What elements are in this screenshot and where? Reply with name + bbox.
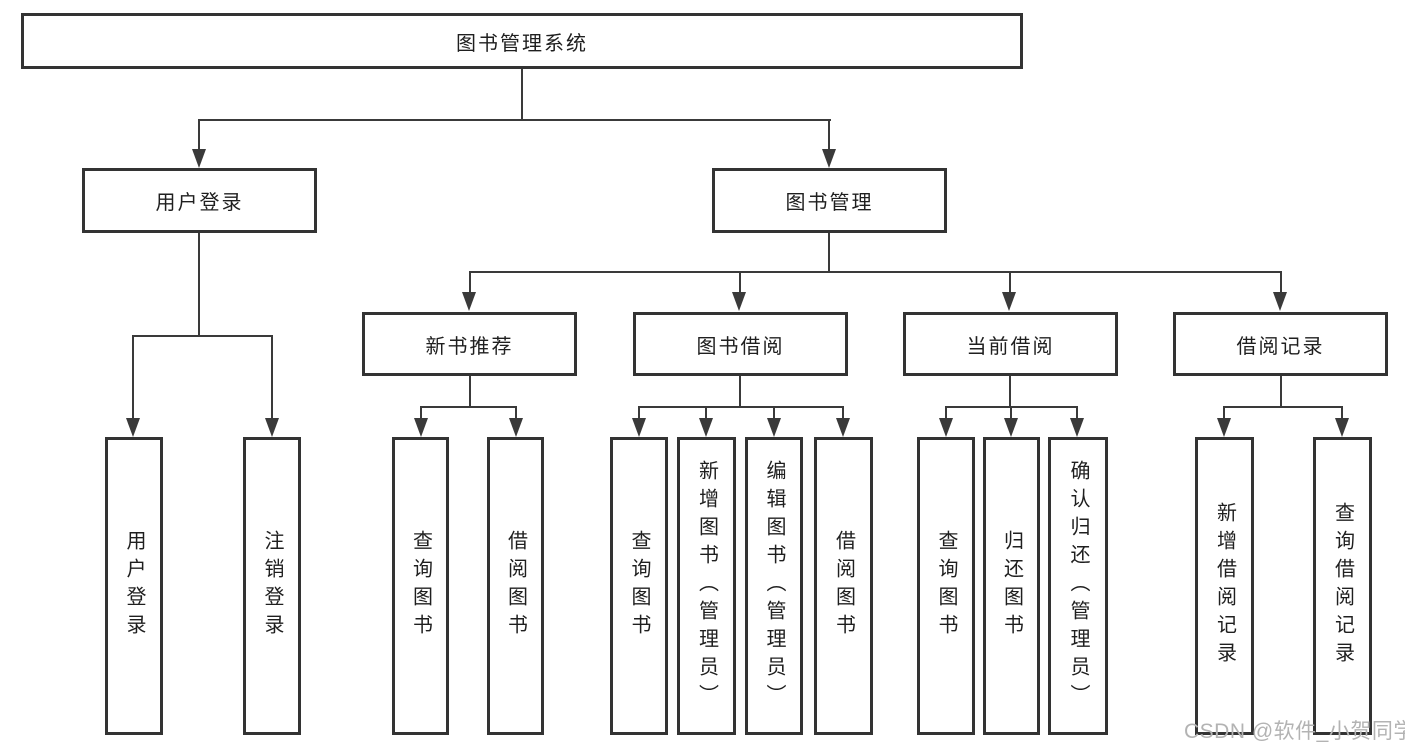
csdn-watermark: CSDN @软件_小贺同学: [1184, 720, 1405, 743]
connector-line: [271, 337, 273, 419]
connector-line: [420, 408, 422, 419]
node-label: 图书借阅: [696, 335, 785, 358]
arrowhead-down: [192, 149, 206, 168]
arrowhead-down: [822, 149, 836, 168]
node-borrow-records: 借阅记录: [1173, 312, 1388, 376]
leaf-label: 归还图书: [1000, 530, 1023, 642]
node-library-management-system: 图书管理系统: [21, 13, 1023, 69]
arrowhead-down: [462, 292, 476, 311]
arrowhead-down: [126, 418, 140, 437]
arrowhead-down: [767, 418, 781, 437]
leaf-borrow-books: 借阅图书: [814, 437, 873, 735]
arrowhead-down: [265, 418, 279, 437]
connector-line: [132, 337, 134, 419]
leaf-add-borrow-record: 新增借阅记录: [1195, 437, 1254, 735]
connector-line: [198, 119, 831, 121]
connector-line: [469, 376, 471, 408]
leaf-query-books-current: 查询图书: [917, 437, 975, 735]
connector-line: [1280, 376, 1282, 408]
node-label: 借阅记录: [1236, 335, 1325, 358]
connector-line: [828, 233, 830, 273]
connector-line: [828, 121, 830, 150]
leaf-query-borrow-record: 查询借阅记录: [1313, 437, 1372, 735]
connector-line: [739, 273, 741, 293]
leaf-label: 查询图书: [628, 530, 650, 642]
node-label: 当前借阅: [966, 335, 1055, 358]
arrowhead-down: [632, 418, 646, 437]
connector-line: [515, 408, 517, 419]
arrowhead-down: [1004, 418, 1018, 437]
leaf-user-login: 用户登录: [105, 437, 163, 735]
arrowhead-down: [836, 418, 850, 437]
leaf-label: 编辑图书（管理员）: [763, 460, 785, 712]
arrowhead-down: [414, 418, 428, 437]
arrowhead-down: [732, 292, 746, 311]
arrowhead-down: [1273, 292, 1287, 311]
leaf-confirm-return-admin: 确认归还（管理员）: [1048, 437, 1108, 735]
connector-line: [1280, 273, 1282, 293]
leaf-label: 借阅图书: [504, 530, 527, 642]
leaf-query-books-recommend: 查询图书: [392, 437, 449, 735]
connector-line: [638, 406, 844, 408]
node-book-borrow: 图书借阅: [633, 312, 848, 376]
connector-line: [945, 408, 947, 419]
connector-line: [773, 408, 775, 419]
leaf-label: 注销登录: [261, 530, 283, 642]
connector-line: [1010, 408, 1012, 419]
leaf-label: 借阅图书: [832, 530, 855, 642]
node-user-login: 用户登录: [82, 168, 317, 233]
node-current-borrow: 当前借阅: [903, 312, 1118, 376]
connector-line: [198, 233, 200, 337]
leaf-label: 查询图书: [409, 530, 432, 642]
arrowhead-down: [509, 418, 523, 437]
connector-line: [842, 408, 844, 419]
connector-line: [198, 121, 200, 150]
leaf-logout: 注销登录: [243, 437, 301, 735]
connector-line: [1076, 408, 1078, 419]
leaf-edit-books-admin: 编辑图书（管理员）: [745, 437, 803, 735]
connector-line: [521, 69, 523, 121]
leaf-label: 查询图书: [935, 530, 957, 642]
leaf-return-books: 归还图书: [983, 437, 1040, 735]
connector-line: [638, 408, 640, 419]
node-label: 图书管理系统: [456, 32, 588, 55]
leaf-label: 用户登录: [123, 530, 145, 642]
connector-line: [1009, 376, 1011, 408]
leaf-label: 新增借阅记录: [1213, 502, 1236, 670]
connector-line: [945, 406, 1078, 408]
connector-line: [420, 406, 517, 408]
connector-line: [1223, 406, 1343, 408]
arrowhead-down: [1070, 418, 1084, 437]
node-book-management: 图书管理: [712, 168, 947, 233]
connector-line: [1009, 273, 1011, 293]
arrowhead-down: [1002, 292, 1016, 311]
node-label: 图书管理: [785, 192, 874, 214]
arrowhead-down: [1335, 418, 1349, 437]
connector-line: [739, 376, 741, 408]
connector-line: [469, 273, 471, 293]
leaf-query-books-borrow: 查询图书: [610, 437, 668, 735]
leaf-label: 新增图书（管理员）: [695, 460, 718, 712]
arrowhead-down: [939, 418, 953, 437]
arrowhead-down: [699, 418, 713, 437]
connector-line: [132, 335, 273, 337]
leaf-borrow-books-recommend: 借阅图书: [487, 437, 544, 735]
connector-line: [705, 408, 707, 419]
node-label: 新书推荐: [425, 335, 514, 358]
leaf-label: 确认归还（管理员）: [1067, 460, 1089, 712]
leaf-add-books-admin: 新增图书（管理员）: [677, 437, 736, 735]
node-label: 用户登录: [155, 192, 244, 214]
connector-line: [1223, 408, 1225, 419]
connector-line: [1341, 408, 1343, 419]
leaf-label: 查询借阅记录: [1331, 502, 1354, 670]
arrowhead-down: [1217, 418, 1231, 437]
node-new-book-recommend: 新书推荐: [362, 312, 577, 376]
connector-line: [469, 271, 1282, 273]
